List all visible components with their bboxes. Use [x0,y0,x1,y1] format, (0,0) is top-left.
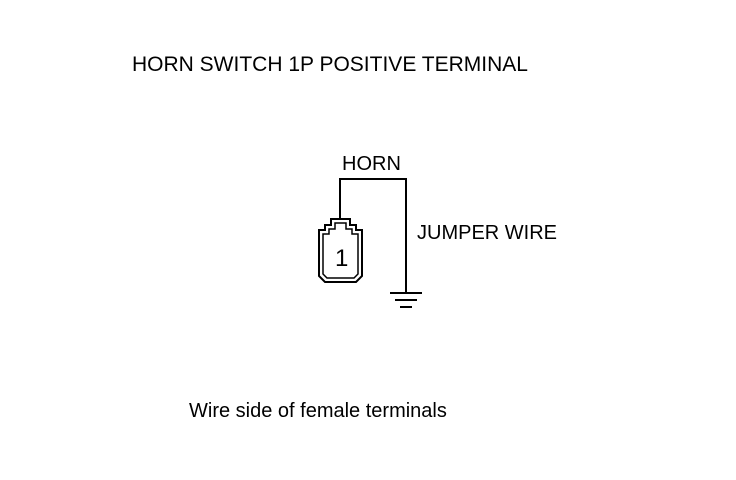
connector-1p-icon: 1 [318,218,363,283]
horn-label: HORN [342,153,401,175]
jumper-wire-label: JUMPER WIRE [417,222,557,244]
diagram-caption: Wire side of female terminals [189,400,447,422]
ground-icon [390,292,422,308]
terminal-number-label: 1 [335,245,348,272]
jumper-wire-line [339,178,407,292]
diagram-title: HORN SWITCH 1P POSITIVE TERMINAL [132,53,528,76]
